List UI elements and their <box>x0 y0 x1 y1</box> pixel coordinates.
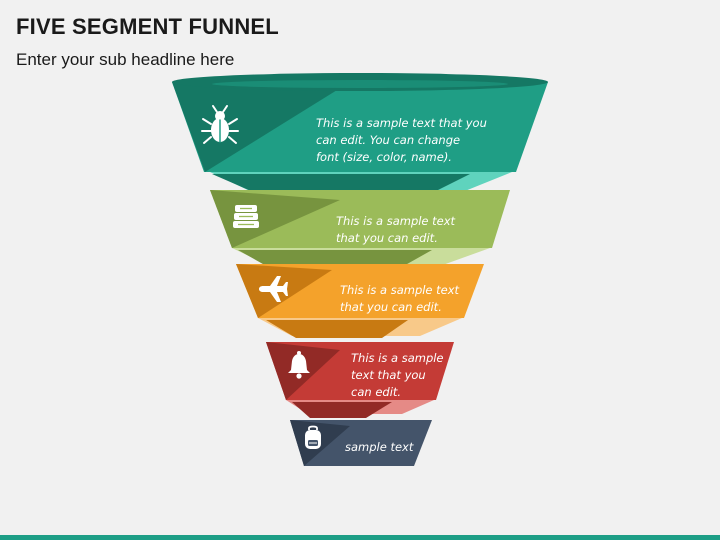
segment-1-line-2: can edit. You can change <box>316 133 460 147</box>
segment-3-top-band <box>266 320 408 338</box>
segment-4-text: This is a sample text that you can edit. <box>351 351 447 399</box>
segment-1-line-1: This is a sample text that you <box>316 116 487 130</box>
segment-5-text: sample text <box>345 440 414 454</box>
funnel-segment-2: This is a sample text that you can edit. <box>210 190 510 268</box>
funnel-segment-5: sample text <box>290 420 432 466</box>
backpack-icon <box>305 425 321 449</box>
segment-2-line-1: This is a sample text <box>336 214 456 228</box>
segment-1-rim-inner <box>212 80 508 88</box>
segment-4-line-3: can edit. <box>351 385 401 399</box>
segment-4-top-band <box>292 402 392 418</box>
segment-5-line-1: sample text <box>345 440 414 454</box>
segment-2-line-2: that you can edit. <box>336 231 438 245</box>
segment-3-text: This is a sample text that you can edit. <box>340 283 463 314</box>
segment-1-text: This is a sample text that you can edit.… <box>316 116 491 164</box>
segment-2-text: This is a sample text that you can edit. <box>336 214 459 245</box>
funnel-segment-1: This is a sample text that you can edit.… <box>172 73 548 194</box>
segment-4-line-2: text that you <box>351 368 426 382</box>
page-subtitle: Enter your sub headline here <box>16 50 235 69</box>
books-icon <box>233 205 259 228</box>
segment-1-shade <box>172 82 350 172</box>
segment-3-line-1: This is a sample text <box>340 283 460 297</box>
segment-1-top-band <box>212 174 470 194</box>
segment-1-line-3: font (size, color, name). <box>316 150 452 164</box>
funnel-segment-3: This is a sample text that you can edit. <box>236 264 484 338</box>
segment-2-shade <box>210 190 340 248</box>
segment-3-line-2: that you can edit. <box>340 300 442 314</box>
segment-4-line-1: This is a sample <box>351 351 444 365</box>
airplane-icon <box>259 276 288 302</box>
bell-icon <box>288 351 310 379</box>
page-title: FIVE SEGMENT FUNNEL <box>16 14 279 39</box>
segment-2-top-band <box>238 250 432 268</box>
bug-icon <box>201 105 239 144</box>
funnel-segment-4: This is a sample text that you can edit. <box>266 342 454 418</box>
bottom-accent-bar <box>0 535 720 540</box>
